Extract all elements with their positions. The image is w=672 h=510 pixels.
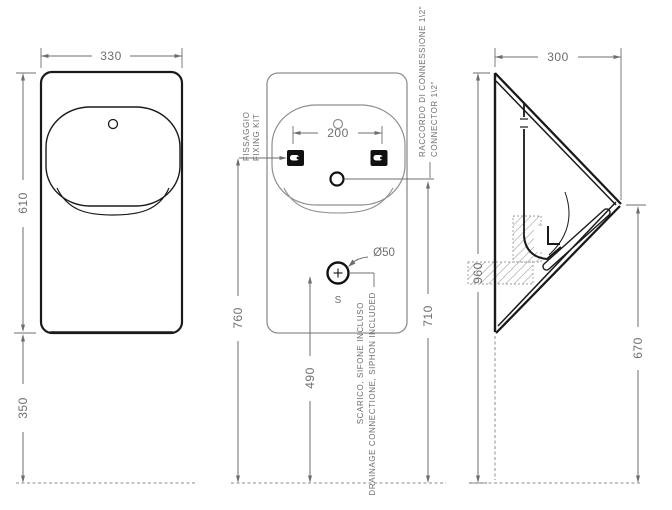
dim-arrow <box>348 259 356 267</box>
dim-arrow <box>236 158 240 166</box>
side-bottom-face-outer <box>495 205 621 334</box>
dim-arrow <box>21 73 25 81</box>
dim-arrow <box>308 276 312 284</box>
back-bowl-rim <box>271 104 406 206</box>
dim-arrow <box>21 475 25 483</box>
dim-overall-height-label: 960 <box>471 262 485 284</box>
dim-arrow <box>174 54 182 58</box>
dim-arrow <box>426 181 430 189</box>
dim-arrow <box>21 334 25 342</box>
dim-arrow <box>613 55 621 59</box>
dim-arrow <box>279 156 287 160</box>
back-body-outline <box>266 72 408 334</box>
dim-connector-height: 710 <box>421 181 435 483</box>
dim-front-height: 610 <box>14 72 36 334</box>
fixing-label-english: FIXING KIT <box>252 114 261 161</box>
dim-arrow <box>636 475 640 483</box>
side-top-face-inner <box>495 80 617 206</box>
drain-outlet: S <box>326 261 350 306</box>
dim-arrow <box>374 131 382 135</box>
dim-arrow <box>495 55 503 59</box>
back-bowl-rim-outer <box>283 187 394 214</box>
front-bowl-rim-outer <box>56 187 170 216</box>
dim-front-width: 330 <box>40 48 183 68</box>
dim-arrow <box>476 73 480 81</box>
dim-arrow <box>426 475 430 483</box>
dim-side-depth-label: 300 <box>547 50 569 64</box>
dim-front-width-label: 330 <box>100 49 122 63</box>
dim-overall-height: 960 <box>469 72 490 484</box>
dim-connector-height-label: 710 <box>421 305 435 327</box>
siphon-zone-hatch-lower <box>467 261 534 285</box>
side-bowl-bottom-curve <box>523 235 562 261</box>
drain-label-english: DRAINAGE CONNECTIONE, SIPHON INCLUDED <box>368 292 377 496</box>
dim-arrow <box>21 324 25 332</box>
side-drain-channel <box>542 208 611 271</box>
bracket-screw <box>296 156 300 160</box>
front-view: 330 610 350 <box>14 48 196 484</box>
front-inlet-hole <box>107 118 119 130</box>
water-connector <box>329 171 345 187</box>
front-body-outline <box>39 70 184 335</box>
fixing-bracket-right <box>370 150 388 166</box>
bracket-slot <box>373 155 383 161</box>
side-view: 300 960 670 <box>467 48 646 484</box>
dim-arrow <box>293 131 301 135</box>
bracket-screw <box>380 156 383 160</box>
dim-fixing-height: 760 <box>231 158 245 483</box>
dim-arrow <box>636 206 640 214</box>
fixing-bracket-left <box>287 150 304 166</box>
connector-label-italian: RACCORDO DI CONNESSIONE 1\2" <box>418 6 427 157</box>
connector-label-english: CONNECTOR 1\2" <box>430 81 439 157</box>
dim-spout-height: 670 <box>626 204 646 483</box>
dim-spout-height-label: 670 <box>631 337 645 359</box>
drain-diameter-label: Ø50 <box>373 247 395 259</box>
drain-label-italian: SCARICO, SIFONE INCLUSO <box>356 302 365 424</box>
back-inlet-hole <box>332 118 344 130</box>
dim-arrow <box>308 475 312 483</box>
dim-arrow <box>236 475 240 483</box>
drain-symbol-label: S <box>335 295 342 306</box>
dim-front-floor-label: 350 <box>16 397 30 419</box>
side-trap-step <box>547 226 560 245</box>
dim-fixing-spacing-label: 200 <box>327 126 349 140</box>
dim-fixing-height-label: 760 <box>231 307 245 329</box>
dim-front-floor-offset: 350 <box>16 334 30 483</box>
bracket-slot <box>290 155 299 161</box>
dim-front-height-label: 610 <box>16 192 30 214</box>
dim-fixing-spacing: 200 <box>292 126 383 144</box>
dim-arrow <box>41 54 49 58</box>
side-bottom-face-inner <box>497 201 617 327</box>
dim-drain-height-label: 490 <box>303 367 317 389</box>
dim-drain-height: 490 <box>303 276 317 483</box>
dim-arrow <box>476 475 480 483</box>
side-top-face-outer <box>494 72 622 205</box>
side-bowl-far-arc <box>548 191 570 256</box>
front-bowl-rim <box>45 106 181 207</box>
dim-side-depth: 300 <box>494 48 622 200</box>
fixing-label-italian: FISSAGGIO <box>242 112 251 161</box>
back-view: 200 RACCORDO DI CONNESSIONE 1\2" CONNECT… <box>231 6 446 496</box>
